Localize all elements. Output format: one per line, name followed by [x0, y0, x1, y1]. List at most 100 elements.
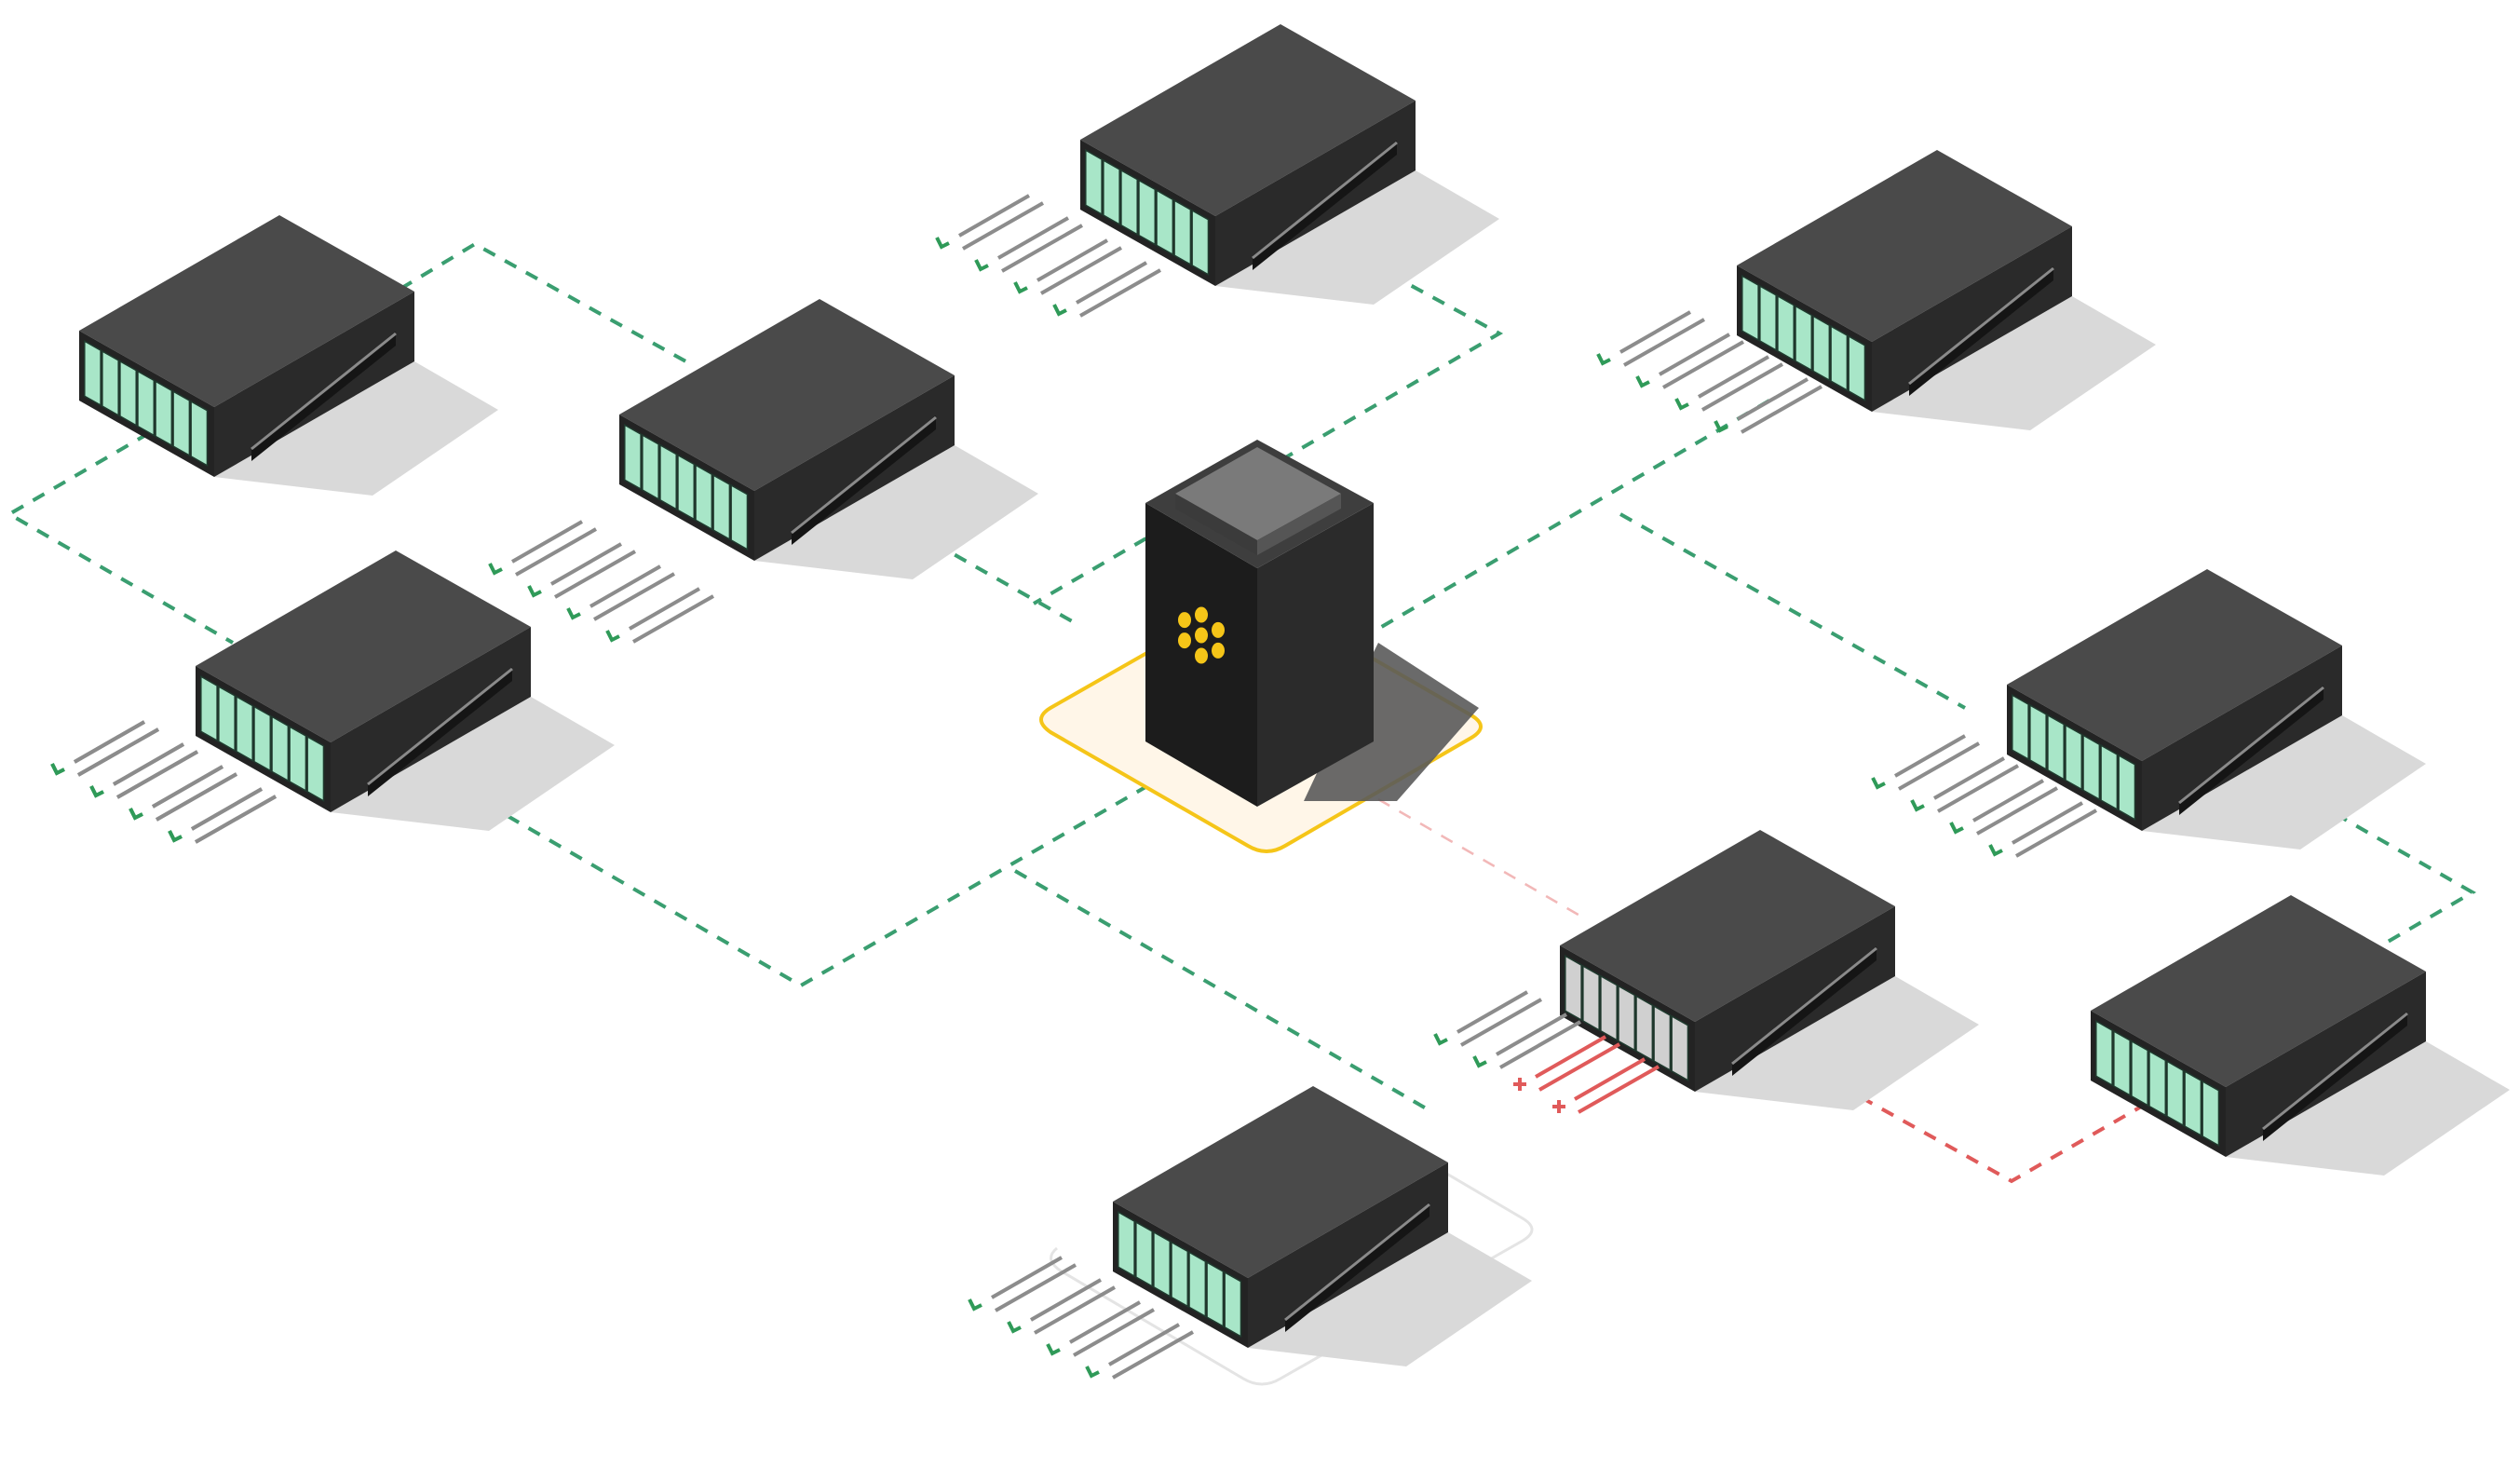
log-line	[1460, 998, 1542, 1047]
log-line	[629, 587, 700, 631]
log-line	[1034, 1285, 1116, 1335]
primary-database[interactable]	[1039, 440, 1483, 853]
drive-bay	[1118, 1210, 1135, 1278]
check-icon	[1871, 777, 1886, 790]
log-line	[116, 750, 198, 799]
tower-cap-top	[1175, 447, 1341, 540]
log-line	[2015, 809, 2097, 858]
server-n5[interactable]	[1737, 150, 2156, 430]
server-top-face	[1080, 24, 1416, 216]
drive-bay	[236, 695, 253, 762]
log-line	[1937, 764, 2019, 813]
primary-shadow	[1304, 643, 1479, 801]
server-right-face	[1695, 906, 1895, 1092]
drive-bay	[172, 389, 191, 457]
log-line	[1112, 1330, 1194, 1380]
drive-bay	[1741, 274, 1759, 342]
log-line	[74, 720, 145, 764]
server-shadow	[214, 361, 498, 496]
drive-bay	[2100, 743, 2119, 811]
link-n7-primary	[1377, 797, 1584, 919]
server-n8[interactable]	[2091, 895, 2510, 1176]
drive-bay	[1848, 334, 1866, 402]
link-n1-n3	[6, 431, 234, 645]
server-top-face	[2007, 569, 2342, 761]
check-icon	[1910, 799, 1925, 812]
server-top-face	[1560, 830, 1895, 1022]
server-shadow	[331, 697, 615, 831]
drive-bay	[1565, 954, 1582, 1022]
drive-bay	[2166, 1060, 2185, 1127]
server-n6[interactable]	[2007, 569, 2426, 850]
check-icon	[1988, 844, 2003, 857]
check-icon	[1433, 1033, 1448, 1046]
drive-bay	[730, 483, 749, 551]
log-line	[195, 795, 277, 844]
check-icon	[1085, 1366, 1100, 1379]
log-line	[1456, 990, 1528, 1034]
drive-bay	[1618, 985, 1636, 1052]
check-icon	[566, 607, 581, 620]
tower-right-face	[1257, 503, 1374, 807]
server-handle-highlight	[1252, 141, 1398, 260]
log-line	[77, 727, 159, 777]
drive-bay	[102, 349, 119, 417]
drive-bay	[190, 400, 209, 468]
tower-cap-left	[1175, 494, 1257, 555]
log-line	[511, 520, 583, 564]
log-line	[1030, 1278, 1102, 1322]
check-icon	[968, 1298, 982, 1312]
drive-bay	[1653, 1004, 1672, 1072]
drive-bay	[2065, 724, 2083, 791]
server-handle-highlight	[251, 332, 397, 451]
fail-cross-icon	[1552, 1100, 1565, 1113]
drive-bay	[1671, 1014, 1689, 1082]
drive-bay	[1156, 189, 1174, 256]
log-line	[1108, 1323, 1180, 1366]
link-n4-primary	[1032, 261, 1504, 605]
server-top-face	[79, 215, 414, 407]
log-line	[1976, 786, 2058, 836]
log-line	[632, 594, 714, 644]
log-line	[1619, 310, 1691, 354]
server-n4[interactable]	[1080, 24, 1499, 305]
drive-bay	[253, 705, 272, 772]
server-handle-highlight	[1284, 1203, 1430, 1322]
log-line	[1933, 756, 2005, 800]
server-n7[interactable]	[1560, 830, 1979, 1110]
server-n1[interactable]	[79, 215, 498, 496]
drive-bay	[1191, 209, 1210, 277]
server-right-face	[2142, 646, 2342, 831]
server-n3[interactable]	[196, 550, 615, 831]
drive-bay	[1135, 1220, 1153, 1288]
drive-bay	[1153, 1230, 1171, 1298]
log-line	[1898, 741, 1980, 791]
server-right-face	[1215, 101, 1416, 286]
drive-bay	[1085, 148, 1103, 216]
server-handle-highlight	[1908, 266, 2054, 386]
drive-bay	[1206, 1260, 1225, 1328]
check-icon	[1674, 398, 1689, 411]
log-panel-n2	[488, 520, 714, 644]
server-n2[interactable]	[619, 299, 1038, 579]
indicator-dot	[1178, 632, 1191, 649]
check-icon	[1596, 353, 1611, 366]
log-line	[550, 542, 622, 586]
server-shadow	[754, 445, 1038, 579]
server-n9[interactable]	[1050, 1086, 1534, 1386]
log-line	[1073, 1308, 1155, 1357]
check-icon	[1949, 822, 1964, 835]
drive-bay	[2202, 1080, 2220, 1148]
log-panel-n3	[50, 720, 277, 844]
log-panel-n4	[935, 194, 1161, 318]
log-line	[113, 742, 184, 786]
server-handle-highlight	[1731, 946, 1877, 1066]
drive-bay	[2113, 1029, 2131, 1097]
drive-bay	[2082, 734, 2101, 801]
drive-bay	[218, 685, 236, 753]
tower-cap-right	[1257, 494, 1341, 555]
server-handle-highlight	[367, 667, 513, 786]
link-n9-primary	[1013, 869, 1436, 1115]
log-line	[1535, 1035, 1606, 1079]
